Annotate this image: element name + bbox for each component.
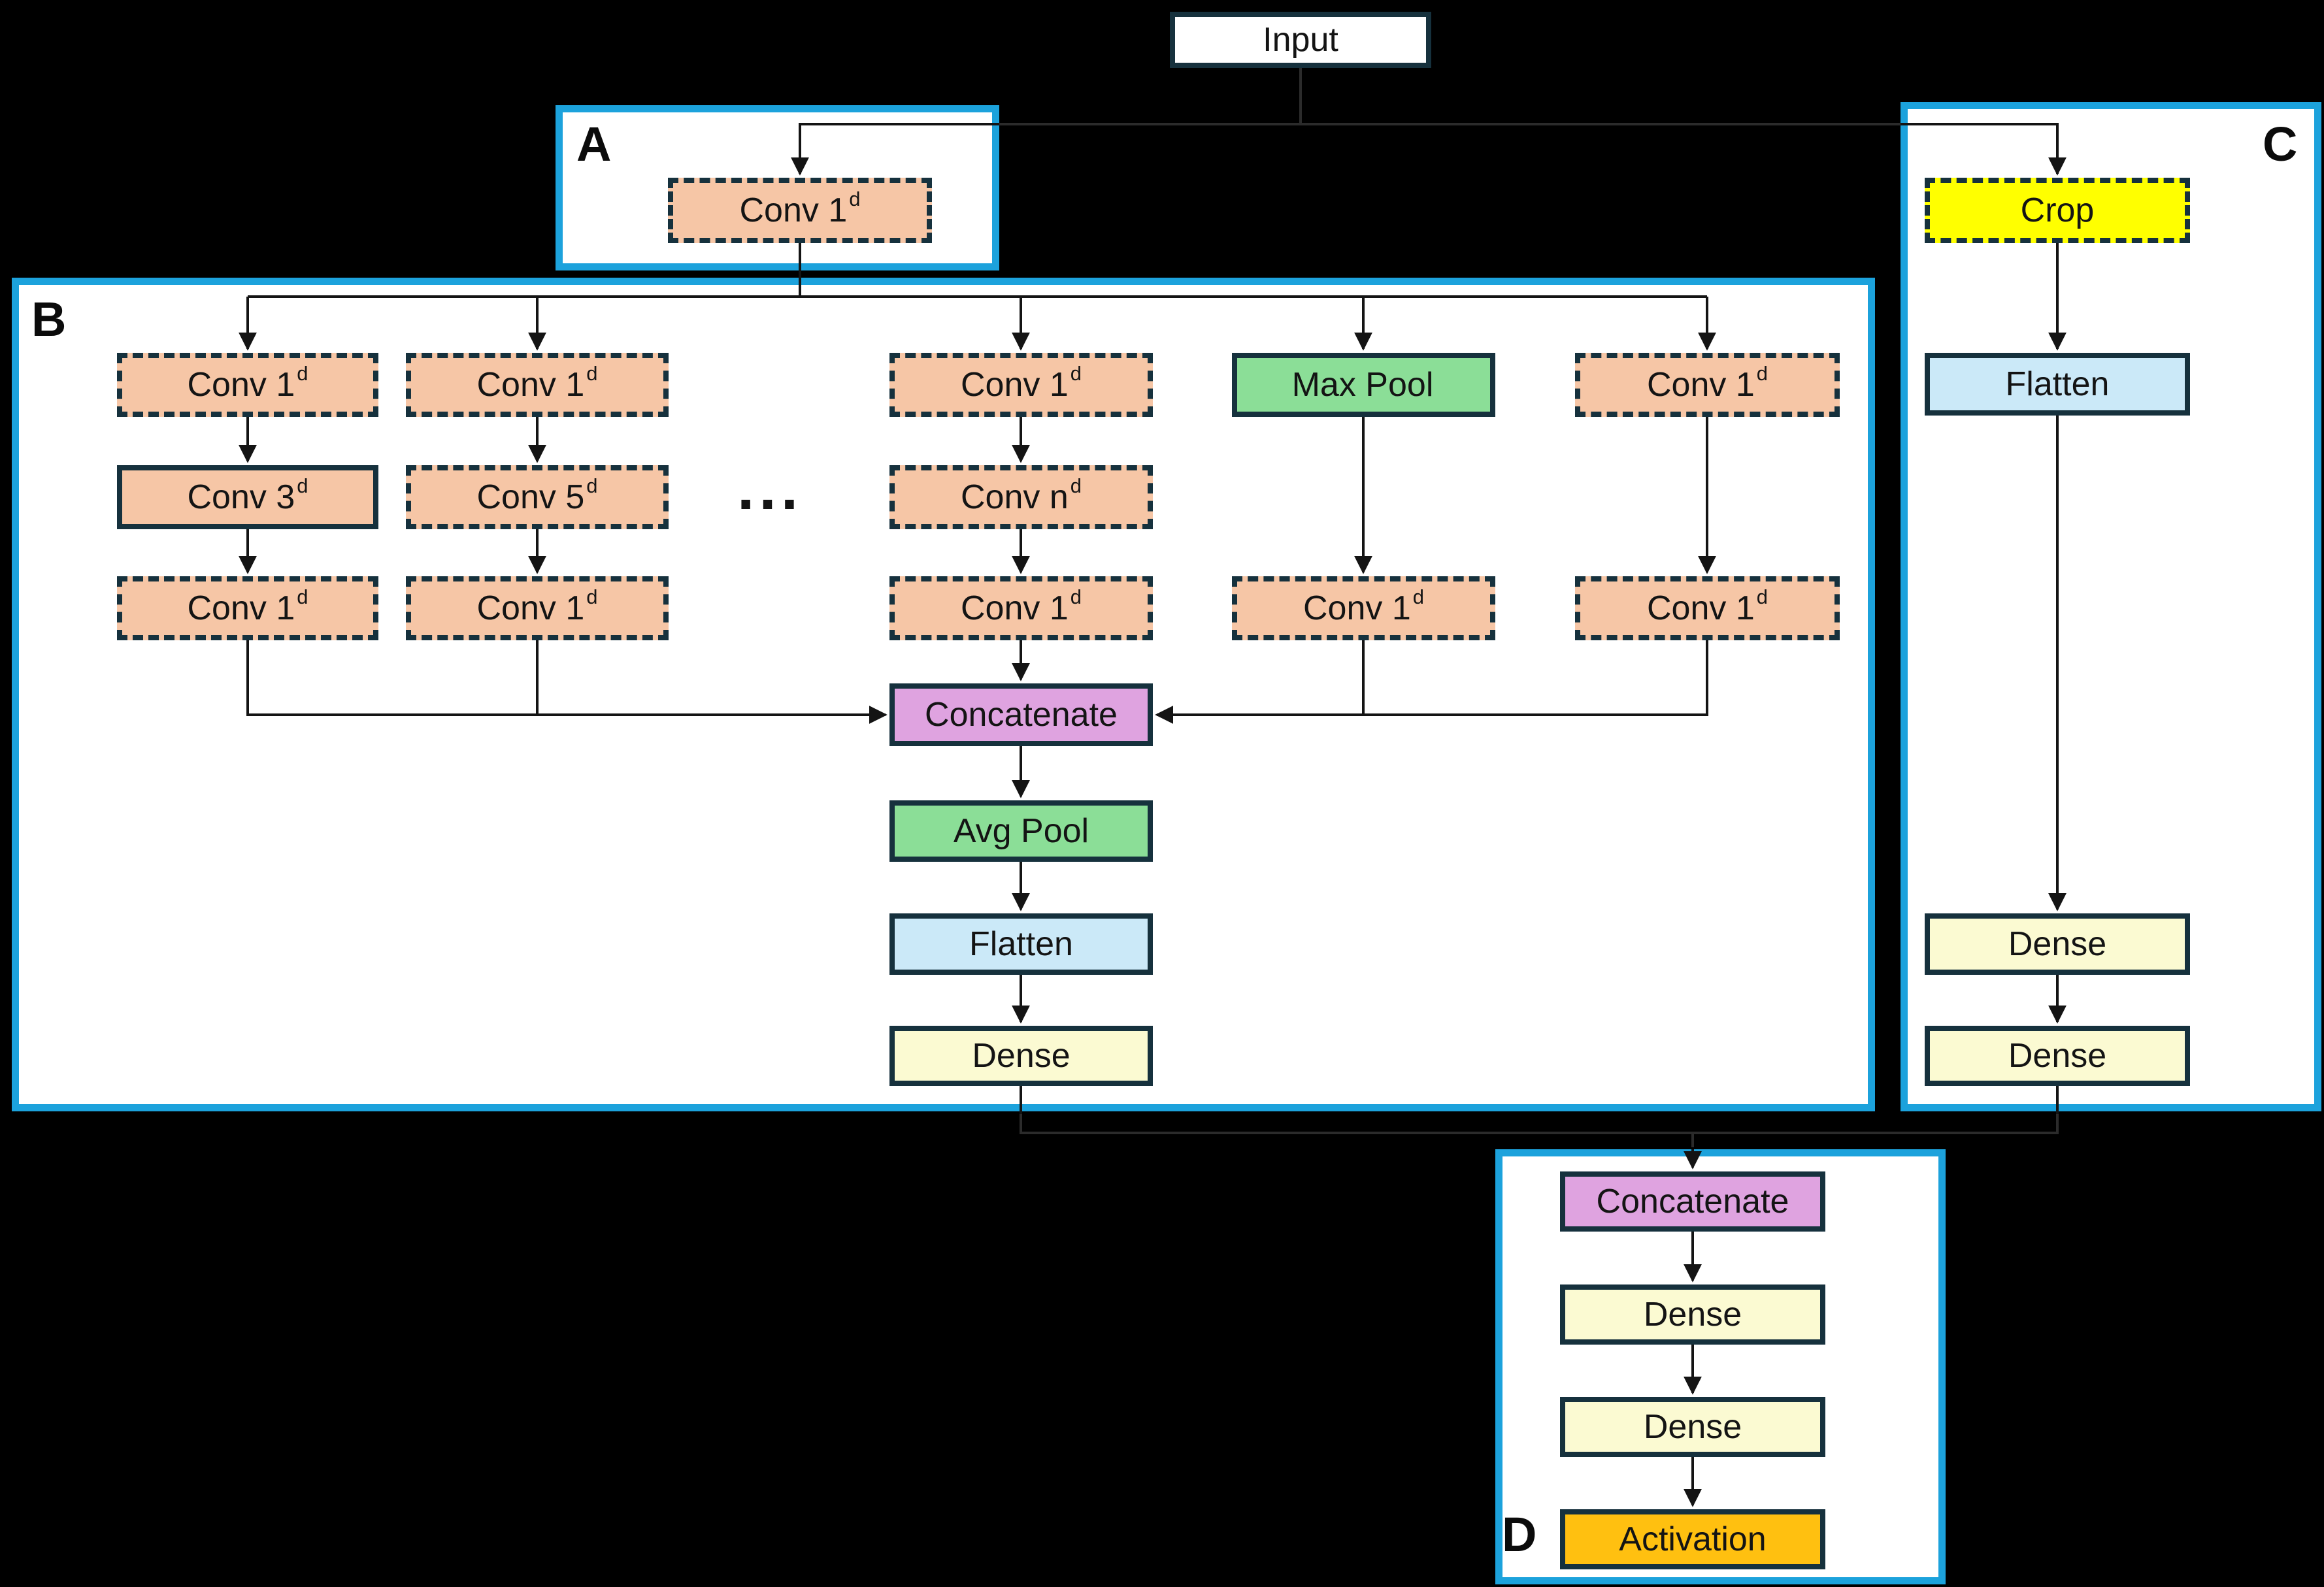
node-d-activation: Activation bbox=[1560, 1509, 1825, 1569]
node-d-dense-1: Dense bbox=[1560, 1284, 1825, 1345]
node-c-flatten: Flatten bbox=[1925, 353, 2190, 416]
panel-c bbox=[1901, 102, 2321, 1111]
node-c-crop: Crop bbox=[1925, 178, 2190, 243]
ellipsis: ... bbox=[737, 453, 803, 523]
panel-b-label: B bbox=[31, 292, 67, 346]
node-c-dense-1: Dense bbox=[1925, 913, 2190, 975]
node-input: Input bbox=[1170, 12, 1431, 68]
node-d-concatenate: Concatenate bbox=[1560, 1171, 1825, 1232]
node-b-avg-pool: Avg Pool bbox=[889, 800, 1153, 862]
node-d-dense-2: Dense bbox=[1560, 1397, 1825, 1457]
node-c-dense-2: Dense bbox=[1925, 1026, 2190, 1086]
node-b-dense: Dense bbox=[889, 1026, 1153, 1086]
node-b-flatten: Flatten bbox=[889, 913, 1153, 975]
node-b-max-pool: Max Pool bbox=[1232, 353, 1495, 417]
node-b-concatenate: Concatenate bbox=[889, 683, 1153, 746]
panel-d-label: D bbox=[1502, 1507, 1537, 1562]
node-input-label: Input bbox=[1263, 21, 1338, 59]
panel-c-label: C bbox=[2263, 117, 2298, 171]
panel-a-label: A bbox=[576, 117, 612, 171]
